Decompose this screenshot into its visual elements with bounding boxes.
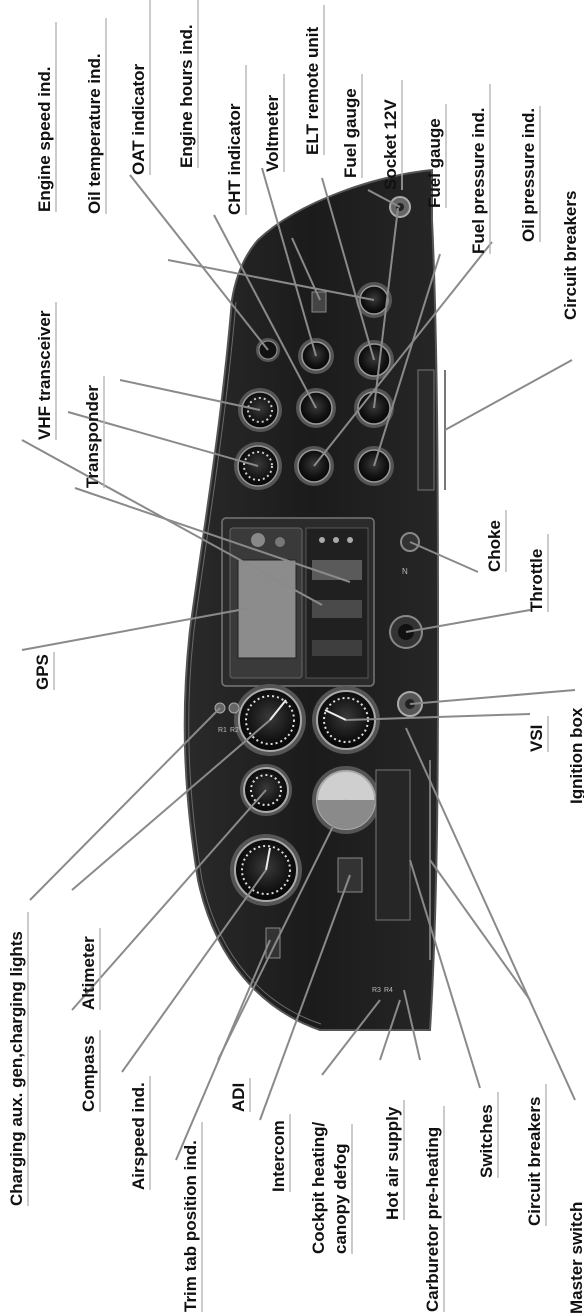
label-socket: Socket 12V — [381, 99, 400, 190]
label-intercom: Intercom — [269, 1120, 288, 1192]
label-elt: ELT remote unit — [303, 27, 322, 155]
label-fuel-gauge-1: Fuel gauge — [341, 88, 360, 178]
marking-r4: R4 — [384, 987, 393, 994]
label-hot-air: Hot air supply — [383, 1106, 402, 1220]
label-cht: CHT indicator — [225, 103, 244, 215]
label-fuel-pressure: Fuel pressure ind. — [469, 108, 488, 254]
marking-r3: R3 — [372, 987, 381, 994]
label-gps: GPS — [33, 654, 52, 690]
label-oil-temperature: Oil temperature ind. — [85, 53, 104, 214]
avionics-stack — [221, 517, 375, 687]
marking-r1: R1 — [218, 727, 227, 734]
label-vhf: VHF transceiver — [35, 310, 54, 440]
label-adi: ADI — [229, 1083, 248, 1112]
label-cockpit-heating-1: Cockpit heating/ — [309, 1121, 328, 1254]
label-oat: OAT indicator — [129, 63, 148, 175]
circuit-breaker-strip-top — [417, 369, 446, 491]
trim-tab-indicator — [265, 927, 281, 959]
label-vsi: VSI — [527, 725, 546, 752]
marking-r2: R2 — [230, 727, 239, 734]
label-throttle: Throttle — [527, 549, 546, 612]
label-cockpit-heating-2: canopy defog — [331, 1143, 350, 1254]
label-circuit-breakers-top: Circuit breakers — [561, 191, 580, 320]
marking-n: N — [402, 567, 408, 576]
label-airspeed: Airspeed ind. — [129, 1082, 148, 1190]
label-carburetor: Carburetor pre-heating — [423, 1127, 442, 1312]
label-master-switch: Master switch — [567, 1202, 584, 1314]
label-voltmeter: Voltmeter — [263, 94, 282, 172]
label-compass: Compass — [79, 1035, 98, 1112]
label-choke: Choke — [485, 520, 504, 572]
label-transponder: Transponder — [83, 385, 102, 488]
label-fuel-gauge-2: Fuel gauge — [425, 118, 444, 208]
label-oil-pressure: Oil pressure ind. — [519, 108, 538, 242]
label-circuit-breakers-bottom: Circuit breakers — [525, 1097, 544, 1226]
label-engine-speed: Engine speed ind. — [35, 67, 54, 212]
label-switches: Switches — [477, 1104, 496, 1178]
label-altimeter: Altimeter — [79, 936, 98, 1010]
label-engine-hours: Engine hours ind. — [177, 24, 196, 168]
label-ignition-box: Ignition box — [567, 707, 584, 804]
label-charging: Charging aux. gen,charging lights — [7, 931, 26, 1206]
elt-remote-unit — [311, 291, 327, 313]
switch-strip — [375, 760, 431, 960]
label-trim-tab: Trim tab position ind. — [181, 1140, 200, 1312]
leader-lines — [21, 167, 576, 1161]
